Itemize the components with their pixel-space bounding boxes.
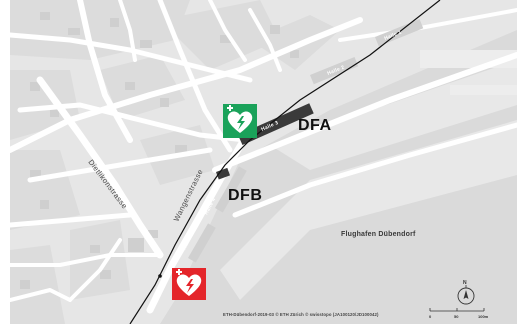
building-label-dfb: DFB [228,187,262,204]
map-credit: ETH-Dübendorf-2019-03 © ETH Zürich © swi… [223,312,379,317]
building-footprints [20,12,299,289]
road-dietlikonstrasse [36,76,164,259]
building-dfb[interactable] [216,167,231,180]
scale-label-50: 50 [454,314,459,319]
building-label-dfa: DFA [298,117,332,134]
scale-bar [429,308,485,312]
airport-label: Flughafen Dübendorf [341,231,416,238]
aed-heart-icon[interactable] [223,104,257,138]
railway-line [129,0,441,324]
scale-label-100m: 100m [478,314,489,319]
north-label: N [463,280,467,286]
north-arrow-icon [457,285,475,305]
scale-label-0: 0 [429,314,432,319]
aed-heart-icon-south[interactable] [172,268,206,300]
campus-map: Dietlikonstrasse Wangenstrasse Halle 1 H… [10,0,517,324]
station-marker [158,274,162,278]
